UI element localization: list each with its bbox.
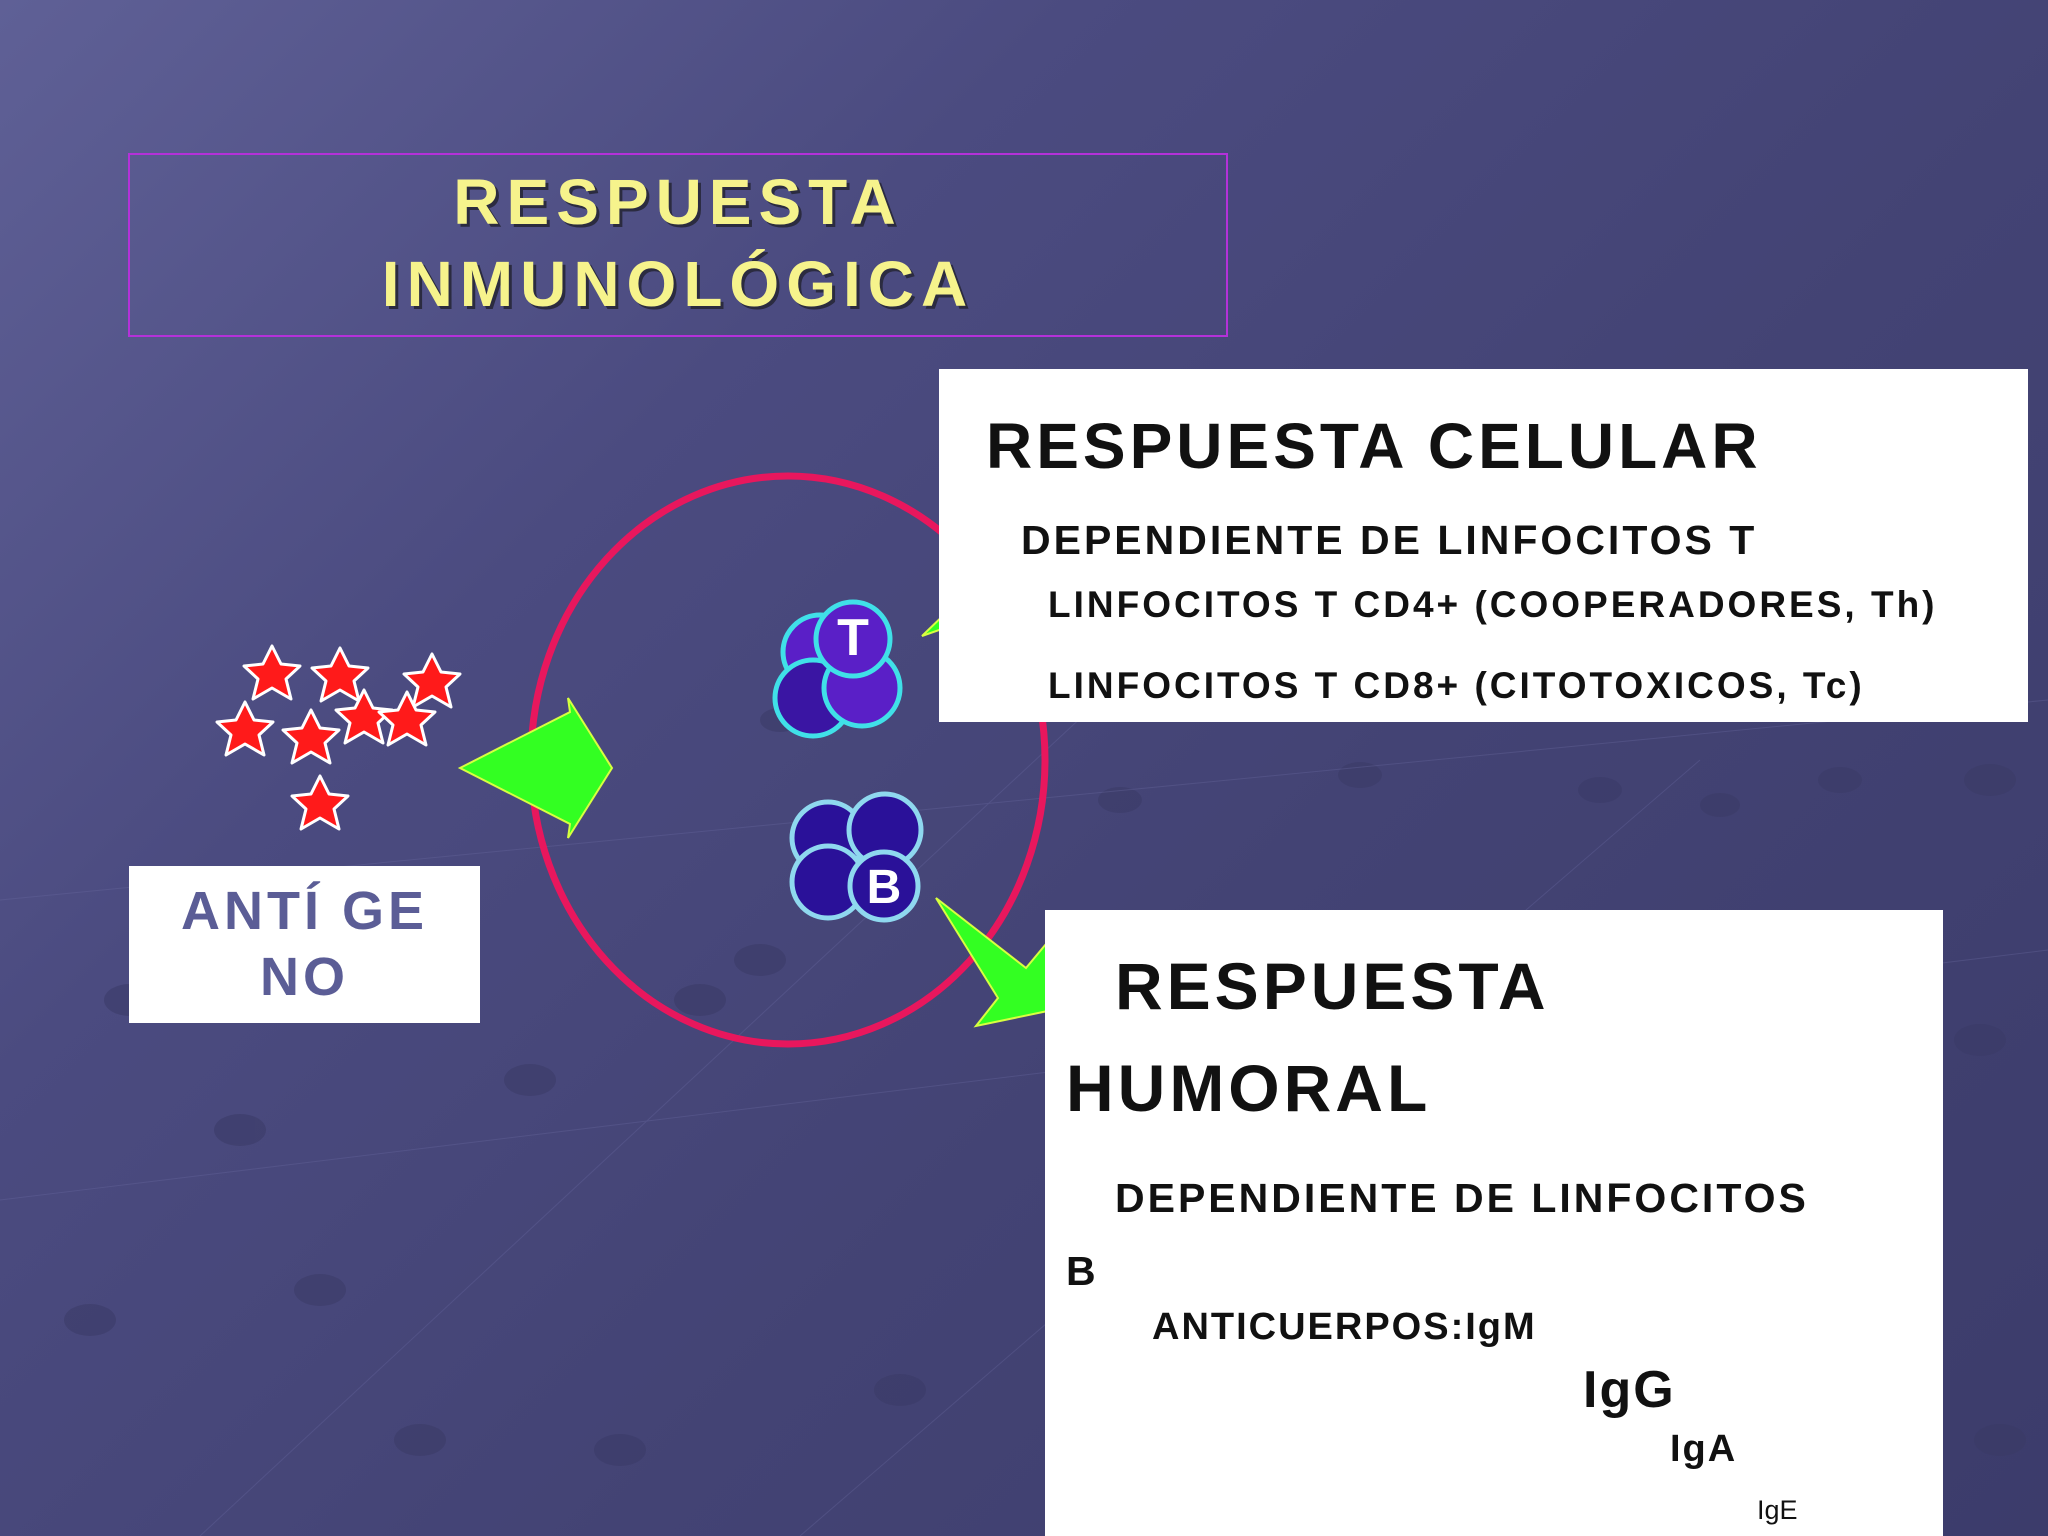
humoral-dependent-text-b: B <box>1066 1248 1099 1294</box>
humoral-title-line-1: RESPUESTA <box>1115 949 1550 1023</box>
cellular-title: RESPUESTA CELULAR <box>986 410 1762 482</box>
antibodies-label: ANTICUERPOS:IgM <box>1152 1306 1537 1348</box>
humoral-title-line-2: HUMORAL <box>1066 1051 1432 1125</box>
antigen-star <box>290 774 350 831</box>
title-box: RESPUESTA INMUNOLÓGICA <box>128 153 1228 337</box>
antigen-label-line-1: ANTÍ GE <box>180 881 428 941</box>
antibody-igg: IgG <box>1583 1361 1676 1419</box>
b-cell-cluster <box>789 791 924 923</box>
t-cell-cluster <box>772 599 903 739</box>
antigen-star <box>215 700 275 757</box>
antigen-label-line-2: NO <box>260 947 349 1007</box>
humoral-dependent-text: DEPENDIENTE DE LINFOCITOS <box>1115 1175 1809 1221</box>
antigen-star <box>242 644 302 701</box>
antigen-cluster <box>215 644 462 831</box>
humoral-response-box: RESPUESTA HUMORAL DEPENDIENTE DE LINFOCI… <box>1045 910 1943 1536</box>
title-line-2: INMUNOLÓGICA <box>381 248 975 320</box>
antigen-star <box>377 690 437 747</box>
antigen-star <box>281 708 341 765</box>
antigen-star <box>310 646 370 703</box>
antigen-star <box>402 652 462 709</box>
cellular-response-box: RESPUESTA CELULAR DEPENDIENTE DE LINFOCI… <box>939 369 2028 722</box>
cd8-text: LINFOCITOS T CD8+ (CITOTOXICOS, Tc) <box>1048 665 1865 706</box>
t-cell-label: T <box>837 609 869 667</box>
antibody-ige: IgE <box>1757 1495 1798 1525</box>
title-line-1: RESPUESTA <box>453 166 903 238</box>
cellular-dependent-text: DEPENDIENTE DE LINFOCITOS T <box>1021 517 1758 563</box>
b-cell-label: B <box>867 861 902 914</box>
antigen-star <box>334 688 394 745</box>
cd4-text: LINFOCITOS T CD4+ (COOPERADORES, Th) <box>1048 584 1938 625</box>
arrow-antigen-to-system <box>457 697 614 839</box>
antibody-iga: IgA <box>1670 1428 1738 1470</box>
antigen-label-box: ANTÍ GE NO <box>129 866 480 1023</box>
